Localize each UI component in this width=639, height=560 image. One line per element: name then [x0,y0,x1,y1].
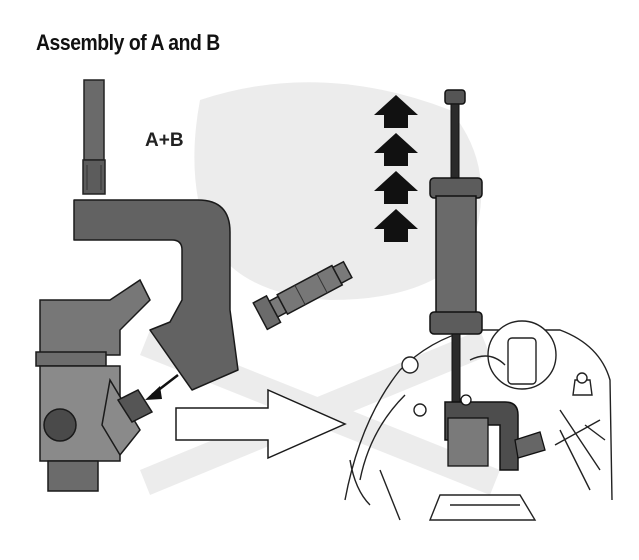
combined-label: A+B [145,130,184,151]
insert-arrow-icon [145,374,179,400]
adapter-bolt [252,260,353,331]
pull-up-arrows-icon [374,95,418,242]
page-title: Assembly of A and B [36,30,220,55]
rod-part [82,79,106,195]
injector-part [35,278,154,492]
engine-block [344,320,613,521]
large-direction-arrow-icon [175,388,347,460]
bracket-part [73,199,239,391]
puller-attached [444,394,546,471]
slide-hammer [429,89,483,405]
